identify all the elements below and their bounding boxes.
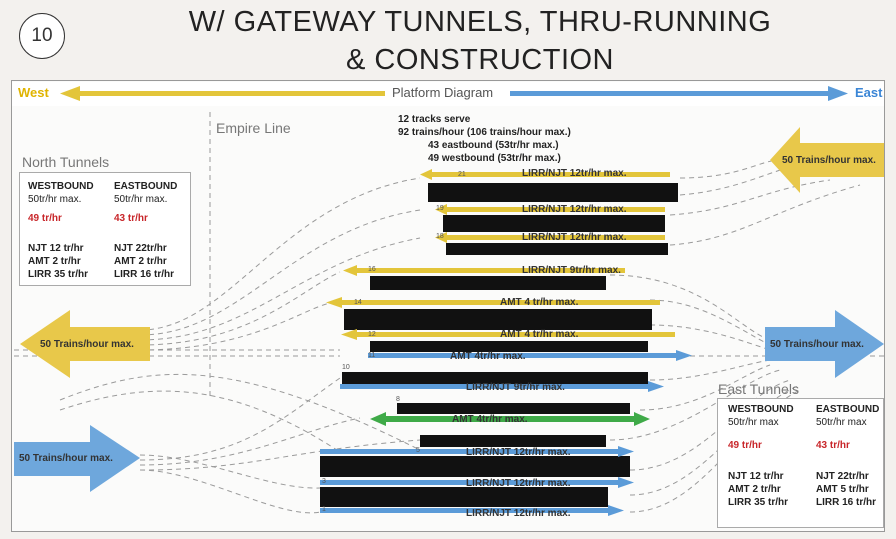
track-16-bar (343, 265, 625, 276)
track-19-number: 19 (436, 205, 444, 212)
track-10-number: 10 (342, 364, 350, 371)
west-direction-arrow (60, 86, 385, 101)
track-14-number: 14 (354, 299, 362, 306)
track-3-bar (320, 477, 634, 488)
west-big-arrow (20, 310, 150, 378)
track-8-number: 8 (396, 396, 400, 403)
summary-eastbound: 43 eastbound (53tr/hr max.) (428, 140, 559, 151)
track-18-number: 18 (436, 233, 444, 240)
east-direction-arrow (510, 86, 848, 101)
east-eastbound-head: EASTBOUND (816, 404, 880, 415)
track-8-bar (370, 412, 650, 426)
north-eastbound-rate: 43 tr/hr (114, 213, 148, 224)
north-eastbound-amt: AMT 2 tr/hr (114, 256, 167, 267)
east-eastbound-max: 50tr/hr max (816, 417, 867, 428)
platforms (320, 183, 678, 507)
track-11-number: 11 (368, 352, 376, 359)
track-19-label: LIRR/NJT 12tr/hr max. (522, 204, 627, 215)
north-westbound-lirr: LIRR 35 tr/hr (28, 269, 89, 280)
east-eastbound-rate: 43 tr/hr (816, 440, 850, 451)
east-westbound-rate: 49 tr/hr (728, 440, 762, 451)
track-21-bar (420, 169, 670, 180)
north-tunnels-box (19, 172, 191, 286)
summary-tracks: 12 tracks serve (398, 114, 471, 125)
north-westbound-max: 50tr/hr max. (28, 194, 82, 205)
summary-westbound: 49 westbound (53tr/hr max.) (428, 153, 561, 164)
track-10-bar (340, 381, 664, 392)
east-westbound-max: 50tr/hr max (728, 417, 779, 428)
track-1-number: 1 (322, 506, 326, 513)
north-westbound-head: WESTBOUND (28, 181, 94, 192)
track-1-label: LIRR/NJT 12tr/hr max. (466, 508, 571, 519)
north-westbound-rate: 49 tr/hr (28, 213, 62, 224)
dashed-tracks (14, 159, 884, 514)
east-eastbound-lirr: LIRR 16 tr/hr (816, 497, 877, 508)
track-12-bar (341, 329, 675, 340)
track-16-label: LIRR/NJT 9tr/hr max. (522, 265, 621, 276)
track-3-label: LIRR/NJT 12tr/hr max. (466, 478, 571, 489)
north-eastbound-max: 50tr/hr max. (114, 194, 168, 205)
track-1-bar (320, 505, 624, 516)
track-12-label: AMT 4 tr/hr max. (500, 329, 579, 340)
track-19-bar (435, 204, 665, 215)
east-tunnels-title: East Tunnels (718, 381, 799, 397)
title-line-1: W/ GATEWAY TUNNELS, THRU-RUNNING (188, 6, 772, 38)
east-tunnels-box (717, 398, 884, 528)
track-8-label: AMT 4tr/hr max. (452, 414, 528, 425)
ne-big-arrow (770, 127, 884, 193)
sw-arrow-label: 50 Trains/hour max. (19, 453, 113, 464)
empire-line-label: Empire Line (216, 120, 291, 136)
slide-number-badge: 10 (19, 13, 65, 59)
east-westbound-amt: AMT 2 tr/hr (728, 484, 781, 495)
east-big-arrow (765, 310, 884, 378)
north-westbound-amt: AMT 2 tr/hr (28, 256, 81, 267)
east-arrow-label: 50 Trains/hour max. (770, 339, 864, 350)
track-16-number: 16 (368, 266, 376, 273)
east-westbound-head: WESTBOUND (728, 404, 794, 415)
north-eastbound-head: EASTBOUND (114, 181, 178, 192)
track-10-label: LIRR/NJT 9tr/hr max. (466, 382, 565, 393)
north-eastbound-lirr: LIRR 16 tr/hr (114, 269, 175, 280)
track-14-bar (326, 297, 660, 308)
north-eastbound-njt: NJT 22tr/hr (114, 243, 167, 254)
ne-arrow-label: 50 Trains/hour max. (782, 155, 876, 166)
track-21-number: 21 (458, 171, 466, 178)
east-label: East (855, 85, 883, 100)
east-westbound-lirr: LIRR 35 tr/hr (728, 497, 789, 508)
track-12-number: 12 (368, 331, 376, 338)
sw-big-arrow (14, 425, 140, 492)
track-11-label: AMT 4tr/hr max. (450, 351, 526, 362)
west-label: West (18, 85, 49, 100)
track-5-bar (320, 446, 634, 457)
track-21-label: LIRR/NJT 12tr/hr max. (522, 168, 627, 179)
east-eastbound-amt: AMT 5 tr/hr (816, 484, 869, 495)
north-westbound-njt: NJT 12 tr/hr (28, 243, 84, 254)
north-tunnels-title: North Tunnels (22, 154, 110, 170)
track-11-bar (368, 350, 692, 361)
title-line-2: & CONSTRUCTION (346, 44, 614, 76)
west-arrow-label: 50 Trains/hour max. (40, 339, 134, 350)
platform-diagram-label: Platform Diagram (392, 85, 494, 100)
east-eastbound-njt: NJT 22tr/hr (816, 471, 869, 482)
track-18-label: LIRR/NJT 12tr/hr max. (522, 232, 627, 243)
track-18-bar (435, 232, 665, 243)
track-5-label: LIRR/NJT 12tr/hr max. (466, 447, 571, 458)
track-3-number: 3 (322, 478, 326, 485)
track-14-label: AMT 4 tr/hr max. (500, 297, 579, 308)
summary-total: 92 trains/hour (106 trains/hour max.) (398, 127, 571, 138)
track-5-number: 5 (416, 447, 420, 454)
east-westbound-njt: NJT 12 tr/hr (728, 471, 784, 482)
